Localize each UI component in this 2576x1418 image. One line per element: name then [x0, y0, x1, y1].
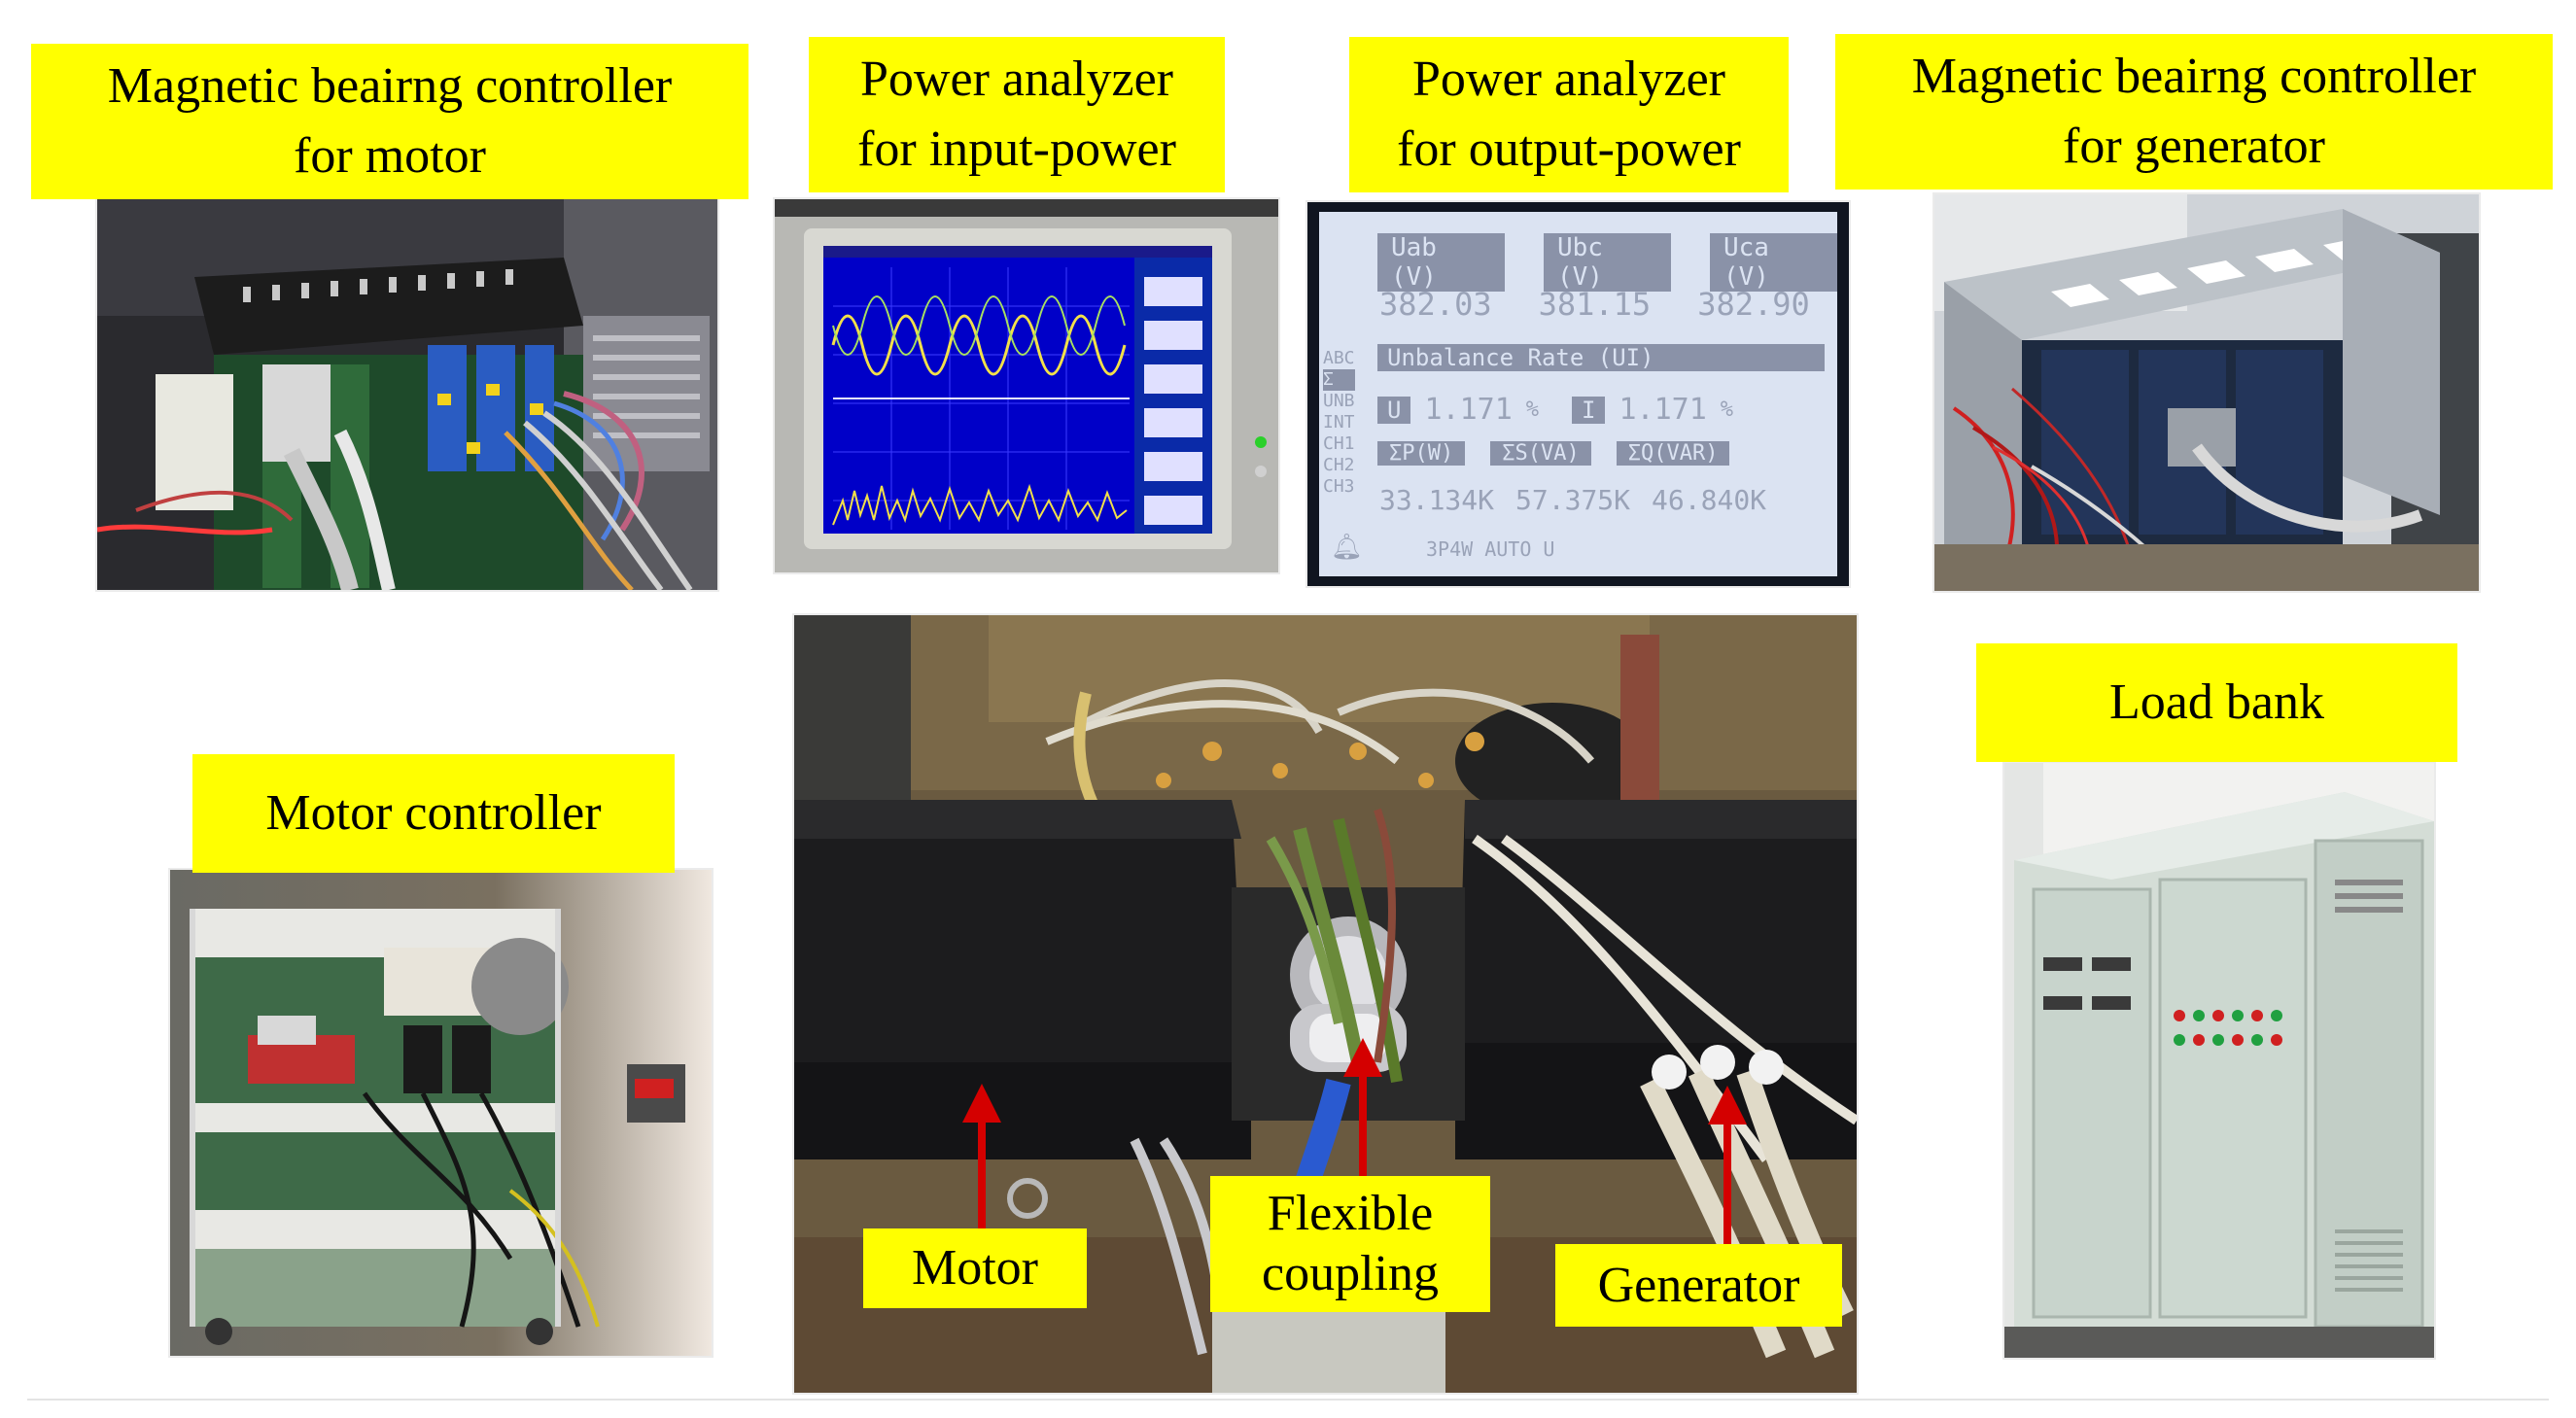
mb-controller-motor-photo — [97, 199, 717, 590]
label-power-analyzer-output-line2: for output-power — [1397, 121, 1741, 177]
label-mb-controller-motor-line1: Magnetic beairng controller — [107, 58, 673, 115]
label-power-analyzer-output: Power analyzer for output-power — [1349, 37, 1789, 192]
load-bank-illustration — [2004, 763, 2434, 1358]
power-analyzer-input-photo — [775, 199, 1278, 572]
bell-icon: 🔔︎ — [1331, 533, 1364, 562]
label-motor-controller-text: Motor controller — [265, 785, 602, 842]
label-load-bank: Load bank — [1976, 643, 2457, 762]
label-mb-controller-generator-line1: Magnetic beairng controller — [1911, 49, 2477, 105]
analyzer-power-value-s: 57.375K — [1515, 484, 1631, 516]
analyzer-i-label: I — [1572, 396, 1606, 424]
analyzer-u-label: U — [1377, 396, 1411, 424]
label-load-bank-text: Load bank — [2109, 674, 2324, 731]
analyzer-side-label: CH2 — [1323, 455, 1355, 475]
analyzer-side-label: CH3 — [1323, 476, 1355, 497]
analyzer-side-label: Σ — [1323, 369, 1355, 391]
label-mb-controller-generator-line2: for generator — [2063, 119, 2325, 174]
analyzer-u-pct: % — [1525, 398, 1540, 422]
motor-controller-photo — [170, 870, 712, 1356]
analyzer-side-label: CH1 — [1323, 433, 1355, 454]
oscilloscope-illustration — [775, 199, 1278, 572]
analyzer-i-value: 1.171 — [1619, 393, 1707, 427]
analyzer-side-label: INT — [1323, 412, 1355, 432]
analyzer-header-uab: Uab (V) — [1377, 233, 1505, 292]
analyzer-power-value-p: 33.134K — [1379, 484, 1495, 516]
label-generator-text: Generator — [1597, 1257, 1800, 1313]
cabinet-illustration — [170, 870, 712, 1356]
label-flexible-coupling-line2: coupling — [1262, 1246, 1439, 1301]
label-motor-controller: Motor controller — [192, 754, 675, 873]
mb-controller-generator-photo — [1934, 194, 2479, 591]
label-motor: Motor — [863, 1228, 1087, 1308]
analyzer-power-header-q: ΣQ(VAR) — [1616, 441, 1730, 466]
label-flexible-coupling: Flexible coupling — [1210, 1176, 1490, 1312]
label-power-analyzer-output-line1: Power analyzer — [1412, 52, 1725, 108]
power-analyzer-output-photo: Uab (V) Ubc (V) Uca (V) 382.03 381.15 38… — [1307, 202, 1849, 586]
label-power-analyzer-input: Power analyzer for input-power — [809, 37, 1225, 192]
label-mb-controller-motor: Magnetic beairng controller for motor — [31, 44, 748, 199]
analyzer-i-pct: % — [1720, 398, 1734, 422]
rack-illustration — [97, 199, 717, 590]
label-flexible-coupling-line1: Flexible — [1267, 1185, 1434, 1241]
analyzer-u-value: 1.171 — [1424, 393, 1513, 427]
analyzer-lcd-screen: Uab (V) Ubc (V) Uca (V) 382.03 381.15 38… — [1319, 212, 1837, 576]
analyzer-header-uca: Uca (V) — [1710, 233, 1837, 292]
analyzer-unbalance-title: Unbalance Rate (UI) — [1377, 344, 1825, 371]
label-mb-controller-motor-line2: for motor — [294, 128, 486, 184]
analyzer-power-header-s: ΣS(VA) — [1490, 441, 1591, 466]
analyzer-side-label: ABC — [1323, 348, 1355, 368]
label-mb-controller-generator: Magnetic beairng controller for generato… — [1835, 34, 2553, 190]
analyzer-side-label: UNB — [1323, 391, 1355, 411]
label-power-analyzer-input-line1: Power analyzer — [860, 52, 1173, 108]
analyzer-header-ubc: Ubc (V) — [1544, 233, 1671, 292]
analyzer-footer: 3P4W AUTO U — [1426, 537, 1555, 561]
bottom-divider — [27, 1399, 2549, 1401]
analyzer-power-header-p: ΣP(W) — [1377, 441, 1466, 466]
label-motor-text: Motor — [912, 1240, 1038, 1297]
label-power-analyzer-input-line2: for input-power — [857, 121, 1176, 177]
analyzer-power-value-q: 46.840K — [1652, 484, 1767, 516]
label-generator: Generator — [1555, 1244, 1842, 1327]
analyzer-voltage-uca: 382.90 — [1697, 286, 1810, 323]
load-bank-photo — [2004, 763, 2434, 1358]
analyzer-voltage-uab: 382.03 — [1379, 286, 1492, 323]
chassis-illustration — [1934, 194, 2479, 591]
analyzer-voltage-ubc: 381.15 — [1538, 286, 1652, 323]
